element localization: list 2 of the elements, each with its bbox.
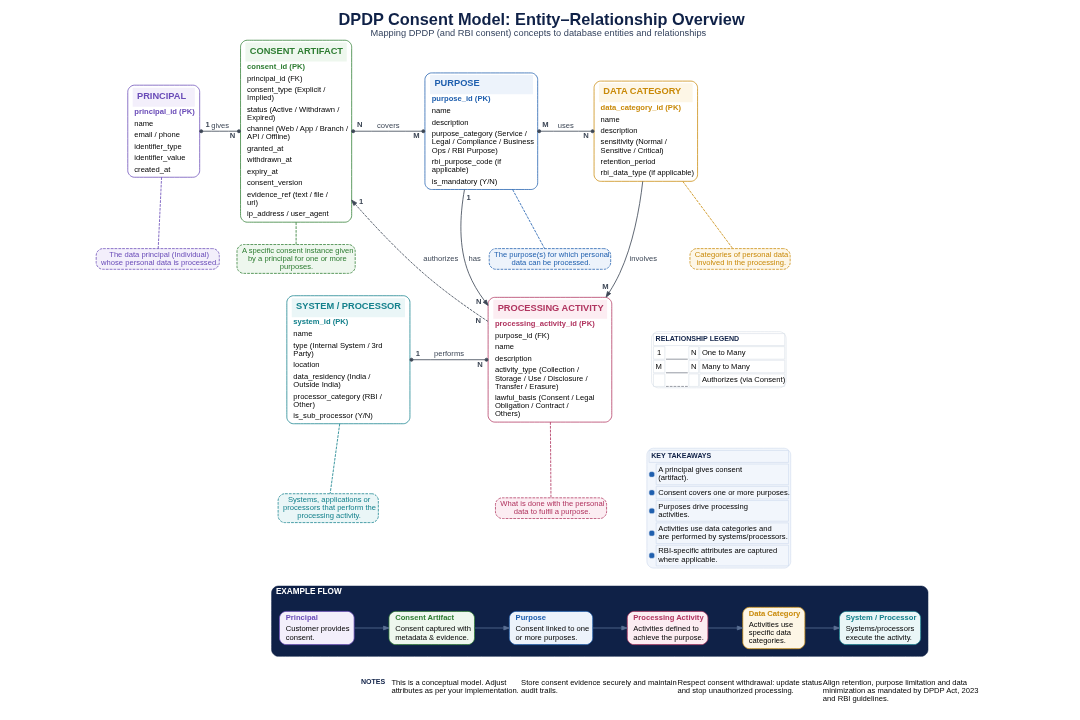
diagram-title: DPDP Consent Model: Entity–Relationship Overview <box>338 9 745 28</box>
caption: Mapping DPDP (and RBI consent) concepts to database entities and relationships <box>370 27 707 38</box>
